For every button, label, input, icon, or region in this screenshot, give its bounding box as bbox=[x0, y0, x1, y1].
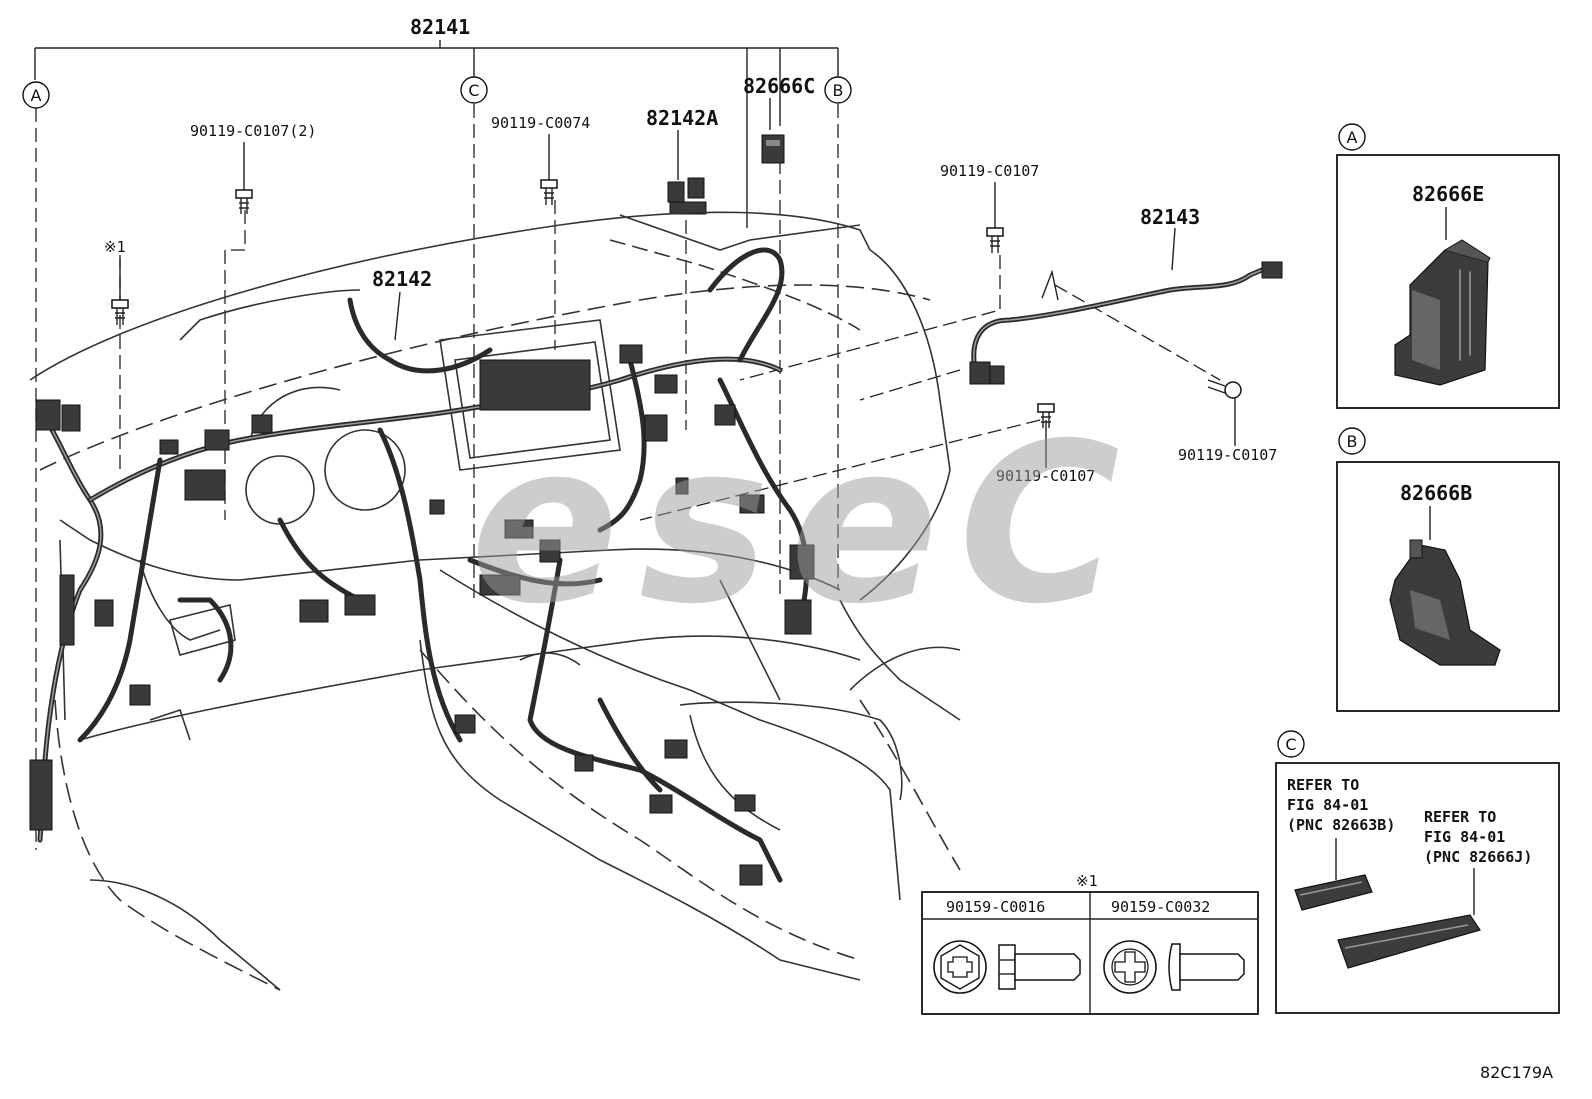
svg-text:A: A bbox=[1347, 128, 1358, 147]
module-82666e-icon bbox=[1394, 239, 1491, 386]
bolt-90119-c0107-right-icon bbox=[1207, 379, 1242, 399]
bolt-90119-c0074-icon bbox=[540, 179, 558, 205]
bolt-note-1-icon bbox=[111, 299, 129, 325]
detail-box-b: B 82666B bbox=[1336, 427, 1560, 712]
callout-a: A bbox=[22, 81, 50, 109]
note-mark-1: ※1 bbox=[104, 238, 126, 256]
bolt-90119-c0107-2-icon bbox=[235, 189, 253, 214]
part-label-82666c: 82666C bbox=[743, 74, 815, 98]
connector-82666j-icon bbox=[1337, 914, 1481, 969]
part-label-82143: 82143 bbox=[1140, 205, 1200, 229]
screw-90159-c0016-icon bbox=[933, 940, 1081, 994]
ref2-line1: REFER TO bbox=[1424, 808, 1496, 826]
detail-box-a: A 82666E bbox=[1336, 123, 1560, 409]
part-label-82142a: 82142A bbox=[646, 106, 718, 130]
svg-text:B: B bbox=[1347, 432, 1358, 451]
part-label-90119-c0107-mid: 90119-C0107 bbox=[996, 467, 1095, 485]
harness-connectors bbox=[29, 344, 815, 886]
screw-table-col2: 90159-C0032 bbox=[1111, 898, 1210, 916]
screw-table: ※1 90159-C0016 90159-C0032 bbox=[921, 872, 1259, 1015]
screw-table-mark: ※1 bbox=[1076, 872, 1098, 890]
ref1-line2: FIG 84-01 bbox=[1287, 796, 1368, 814]
callout-b: B bbox=[824, 76, 852, 104]
module-82666b-icon bbox=[1389, 539, 1501, 666]
svg-text:C: C bbox=[1285, 735, 1296, 754]
screw-90159-c0032-icon bbox=[1103, 940, 1245, 994]
callout-c: C bbox=[460, 76, 488, 104]
svg-text:A: A bbox=[31, 86, 42, 105]
harness-82142 bbox=[37, 247, 809, 883]
figure-id: 82C179A bbox=[1480, 1063, 1553, 1082]
bracket-82141 bbox=[34, 40, 839, 228]
connector-82666c-icon bbox=[761, 134, 785, 164]
detail-box-c: C REFER TO FIG 84-01 (PNC 82663B) REFER … bbox=[1275, 730, 1560, 1014]
bolt-90119-c0107-top-icon bbox=[986, 227, 1004, 253]
ref2-line3: (PNC 82666J) bbox=[1424, 848, 1532, 866]
part-label-90119-c0107-top: 90119-C0107 bbox=[940, 162, 1039, 180]
part-label-82141: 82141 bbox=[410, 15, 470, 39]
ref2-line2: FIG 84-01 bbox=[1424, 828, 1505, 846]
ref1-line1: REFER TO bbox=[1287, 776, 1359, 794]
connector-82663b-icon bbox=[1294, 874, 1373, 911]
part-label-82142: 82142 bbox=[372, 267, 432, 291]
ref1-line3: (PNC 82663B) bbox=[1287, 816, 1395, 834]
part-label-90119-c0107-2: 90119-C0107(2) bbox=[190, 122, 316, 140]
svg-text:C: C bbox=[468, 81, 479, 100]
screw-table-col1: 90159-C0016 bbox=[946, 898, 1045, 916]
connector-82142a-icon bbox=[667, 177, 707, 215]
harness-82143 bbox=[969, 261, 1283, 385]
part-label-90119-c0074: 90119-C0074 bbox=[491, 114, 590, 132]
part-label-82666b: 82666B bbox=[1400, 481, 1472, 505]
part-label-82666e: 82666E bbox=[1412, 182, 1484, 206]
dashboard-outline bbox=[29, 211, 961, 991]
part-label-90119-c0107-right: 90119-C0107 bbox=[1178, 446, 1277, 464]
watermark: eseC bbox=[470, 396, 1120, 652]
svg-text:B: B bbox=[833, 81, 844, 100]
bolt-90119-c0107-mid-icon bbox=[1037, 403, 1055, 428]
